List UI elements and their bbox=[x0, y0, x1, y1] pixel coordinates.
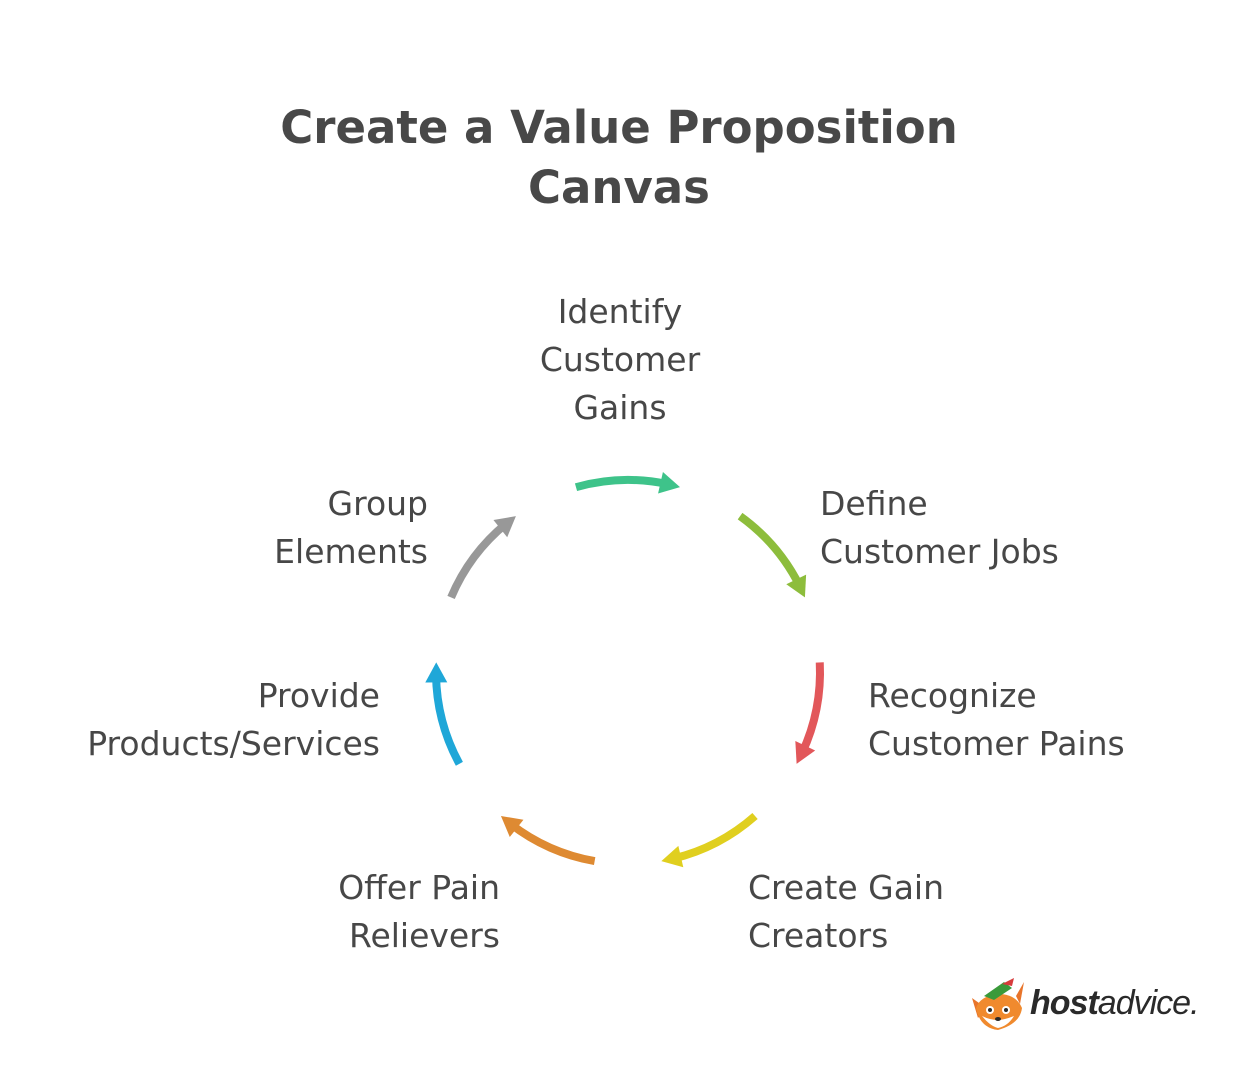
brand-wordmark: hostadvice. bbox=[1030, 984, 1200, 1023]
arrowhead-recognize-pains bbox=[795, 741, 816, 764]
step-label-line: Gains bbox=[573, 388, 667, 427]
brand-wordmark-light: advice. bbox=[1097, 984, 1200, 1022]
arrowhead-group-elements bbox=[493, 516, 516, 538]
step-define-customer-jobs: Define Customer Jobs bbox=[820, 480, 1059, 576]
step-label-line: Creators bbox=[748, 916, 889, 955]
diagram-title: Create a Value Proposition Canvas bbox=[224, 98, 1014, 218]
step-label-line: Group bbox=[327, 484, 428, 523]
step-label-line: Create Gain bbox=[748, 868, 945, 907]
arrow-products-services bbox=[432, 674, 463, 766]
arrowhead-identify-gains bbox=[658, 472, 681, 494]
step-provide-products-services: Provide Products/Services bbox=[20, 672, 380, 768]
arrow-identify-gains bbox=[574, 476, 670, 492]
step-label-line: Identify bbox=[557, 292, 683, 331]
step-offer-pain-relievers: Offer Pain Relievers bbox=[250, 864, 500, 960]
step-label-line: Offer Pain bbox=[338, 868, 500, 907]
arrowhead-gain-creators bbox=[661, 845, 684, 868]
step-group-elements: Group Elements bbox=[200, 480, 428, 576]
arrow-define-jobs bbox=[737, 512, 804, 589]
step-label-line: Relievers bbox=[349, 916, 500, 955]
arrowhead-products-services bbox=[425, 662, 448, 683]
brand-wordmark-bold: host bbox=[1030, 984, 1099, 1022]
step-create-gain-creators: Create Gain Creators bbox=[748, 864, 944, 960]
arrowhead-pain-relievers bbox=[500, 815, 524, 838]
title-line-2: Canvas bbox=[528, 161, 710, 214]
step-label-line: Recognize bbox=[868, 676, 1037, 715]
title-line-1: Create a Value Proposition bbox=[280, 101, 958, 154]
arrow-recognize-pains bbox=[798, 662, 824, 755]
step-label-line: Customer bbox=[539, 340, 701, 379]
step-label-line: Customer Jobs bbox=[820, 532, 1059, 571]
brand-mark: hostadvice. bbox=[968, 976, 1208, 1036]
arrowhead-define-jobs bbox=[786, 574, 807, 598]
step-recognize-customer-pains: Recognize Customer Pains bbox=[868, 672, 1125, 768]
arrow-gain-creators bbox=[672, 812, 758, 863]
step-label-line: Provide bbox=[257, 676, 380, 715]
fox-mascot-icon bbox=[972, 978, 1024, 1030]
step-label-line: Customer Pains bbox=[868, 724, 1125, 763]
arrow-group-elements bbox=[447, 520, 509, 599]
arrow-pain-relievers bbox=[507, 820, 596, 866]
step-identify-customer-gains: Identify Customer Gains bbox=[500, 288, 740, 432]
step-label-line: Products/Services bbox=[87, 724, 380, 763]
step-label-line: Elements bbox=[274, 532, 428, 571]
step-label-line: Define bbox=[820, 484, 928, 523]
